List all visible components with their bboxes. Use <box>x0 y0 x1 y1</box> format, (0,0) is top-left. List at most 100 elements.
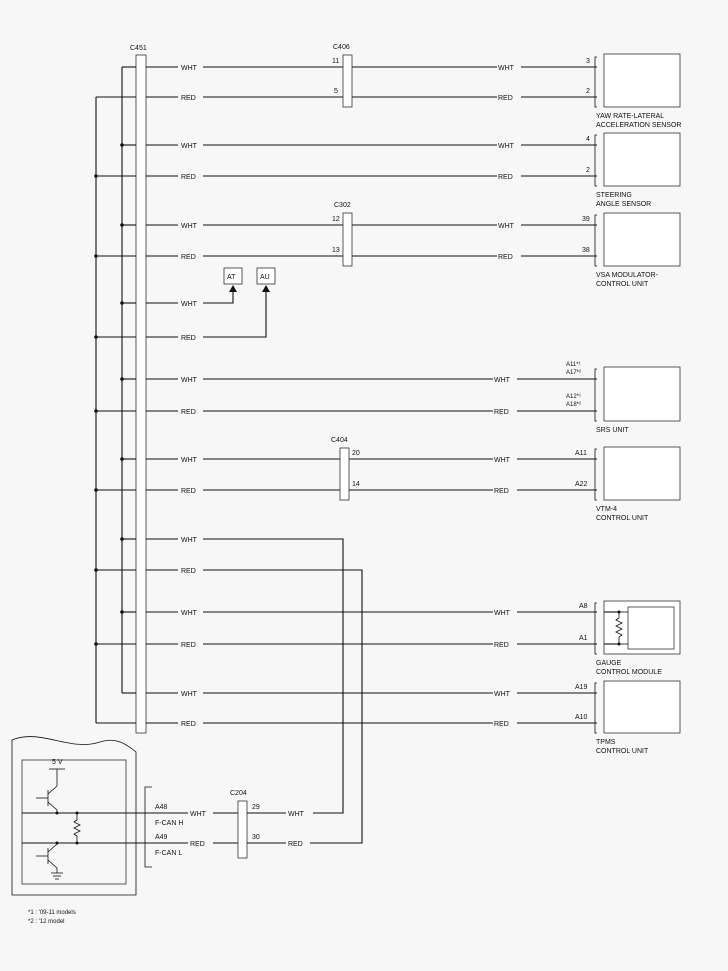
wire-color-label: WHT <box>190 811 207 818</box>
wire-color-label: RED <box>494 488 509 495</box>
pin-label: A17*² <box>566 370 581 376</box>
wire-color-label: WHT <box>181 65 198 72</box>
footnote-1: *1 : '09-11 models <box>28 910 76 916</box>
pin-label: 2 <box>586 88 590 95</box>
wire-color-label: WHT <box>181 610 198 617</box>
c302-label: C302 <box>334 202 351 209</box>
pin-label: A19 <box>575 684 588 691</box>
wire-color-label: WHT <box>498 223 515 230</box>
wire-color-label: RED <box>181 721 196 728</box>
c204-label: C204 <box>230 790 247 797</box>
yaw-rate-circuit: WHT WHT RED RED C406 11 5 3 2 YAW RATE-L… <box>146 44 681 129</box>
junction-dots <box>94 143 124 646</box>
unit-label: CONTROL UNIT <box>596 515 649 522</box>
wire-color-label: WHT <box>288 811 305 818</box>
wire-color-label: RED <box>181 488 196 495</box>
pin-label: A11*¹ <box>566 362 581 368</box>
unit-label: ANGLE SENSOR <box>596 201 651 208</box>
wire-color-label: RED <box>181 568 196 575</box>
pin-label: A8 <box>579 603 588 610</box>
pin-label: A49 <box>155 834 168 841</box>
c302-connector <box>342 212 353 267</box>
unit-label: ACCELERATION SENSOR <box>596 122 681 129</box>
dlc-at-label: AT <box>227 274 236 281</box>
wire-color-label: RED <box>498 254 513 261</box>
unit-label: CONTROL UNIT <box>596 748 649 755</box>
wire-color-label: WHT <box>494 377 511 384</box>
wire-color-label: RED <box>494 409 509 416</box>
wire-color-label: RED <box>498 95 513 102</box>
bus-stubs <box>96 66 136 724</box>
pin-label: 13 <box>332 247 340 254</box>
wire-color-label: RED <box>181 335 196 342</box>
pin-label: 2 <box>586 167 590 174</box>
c406-connector <box>342 54 353 108</box>
pin-label: 11 <box>332 58 339 65</box>
wire-color-label: RED <box>494 721 509 728</box>
pin-label: A1 <box>579 635 588 642</box>
unit-label: GAUGE <box>596 660 622 667</box>
pin-label: A48 <box>155 804 168 811</box>
c204-connector <box>237 800 248 859</box>
pin-label: 20 <box>352 450 360 457</box>
wire-color-label: WHT <box>181 691 198 698</box>
pin-label: 14 <box>352 481 360 488</box>
pin-label: F-CAN H <box>155 820 183 827</box>
wire-color-label: RED <box>288 841 303 848</box>
pin-label: 5 <box>334 88 338 95</box>
yaw-rate-sensor-box <box>603 53 681 108</box>
c451-connector <box>135 54 147 734</box>
unit-label: SRS UNIT <box>596 427 629 434</box>
pin-label: F-CAN L <box>155 850 182 857</box>
tpms-circuit: WHT WHT RED RED A19 A10 TPMS CONTROL UNI… <box>146 680 681 755</box>
wire-color-label: WHT <box>498 143 515 150</box>
wire-color-label: WHT <box>181 457 198 464</box>
pin-label: 12 <box>332 216 340 223</box>
pcm-to-c204: A48 F-CAN H A49 F-CAN L WHT RED C204 29 … <box>136 786 305 868</box>
wire-color-label: RED <box>181 409 196 416</box>
wire-color-label: WHT <box>181 537 198 544</box>
gauge-internal-box <box>627 606 675 650</box>
pin-label: A10 <box>575 714 588 721</box>
srs-unit-box <box>603 366 681 422</box>
unit-label: CONTROL MODULE <box>596 669 662 676</box>
wire-color-label: RED <box>181 95 196 102</box>
pin-label: 3 <box>586 58 590 65</box>
termination-resistor-icon <box>615 617 623 638</box>
c404-connector <box>339 447 350 501</box>
pin-label: A12*¹ <box>566 394 581 400</box>
vsa-modulator-box <box>603 212 681 267</box>
wire-color-label: WHT <box>494 691 511 698</box>
c406-label: C406 <box>333 44 350 51</box>
unit-label: VSA MODULATOR- <box>596 272 659 279</box>
unit-label: YAW RATE-LATERAL <box>596 113 664 120</box>
wire-color-label: WHT <box>181 143 198 150</box>
unit-label: TPMS <box>596 739 616 746</box>
wire-color-label: RED <box>181 174 196 181</box>
tpms-unit-box <box>603 680 681 734</box>
pin-label: 29 <box>252 804 260 811</box>
wire-color-label: WHT <box>494 457 511 464</box>
termination-resistor-icon <box>73 819 81 837</box>
pin-label: 39 <box>582 216 590 223</box>
pin-label: A22 <box>575 481 588 488</box>
dlc-au-terminal <box>256 267 276 285</box>
wire-color-label: RED <box>498 174 513 181</box>
pin-label: A11 <box>575 450 587 457</box>
wire-color-label: RED <box>181 642 196 649</box>
c451-label: C451 <box>130 45 147 52</box>
dlc-at-terminal <box>223 267 243 285</box>
wire-color-label: RED <box>181 254 196 261</box>
c404-label: C404 <box>331 437 348 444</box>
pin-label: A18*² <box>566 402 581 408</box>
wire-color-label: RED <box>190 841 205 848</box>
wire-color-label: WHT <box>498 65 515 72</box>
gauge-circuit: WHT WHT RED RED A8 A1 GAUGE CONTROL MODU… <box>146 600 681 676</box>
pcm-feed-circuit: WHT RED <box>146 537 363 844</box>
unit-label: STEERING <box>596 192 632 199</box>
unit-label: CONTROL UNIT <box>596 281 649 288</box>
steering-sensor-circuit: WHT WHT RED RED 4 2 STEERING ANGLE SENSO… <box>146 132 681 208</box>
srs-circuit: WHT WHT RED RED A11*¹ A17*² A12*¹ A18*² … <box>146 362 681 434</box>
